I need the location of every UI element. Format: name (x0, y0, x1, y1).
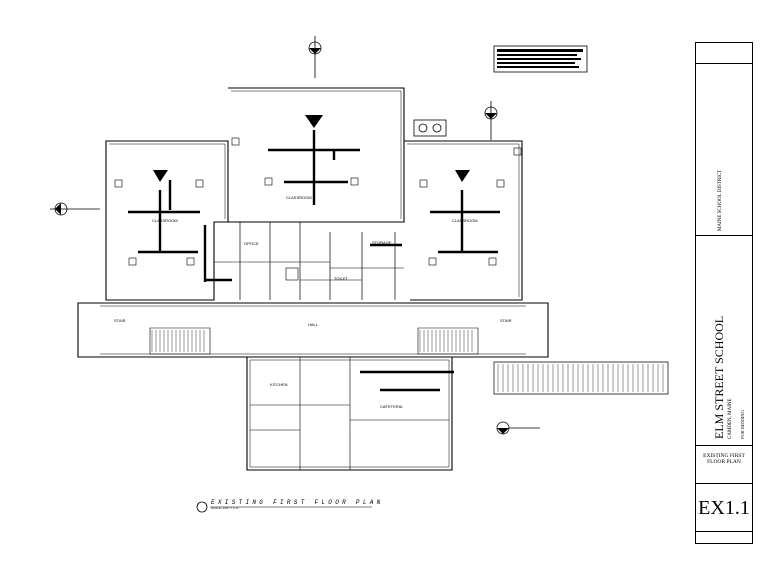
room-label-classroom-right: CLASSROOM (452, 218, 478, 223)
wall-center-block (228, 87, 405, 223)
wall-hall (77, 302, 549, 358)
room-label-kitchen: KITCHEN (270, 382, 288, 387)
general-notes-box (493, 45, 588, 73)
drawing-title-marker (196, 501, 208, 513)
diffusers (153, 115, 470, 182)
project-location: CAMDEN, MAINE (728, 398, 733, 439)
exterior-ramp (493, 361, 669, 395)
wall-lower-wing (246, 356, 453, 471)
issue-note: FOR BIDDING (740, 410, 745, 439)
room-label-toilet: TOILET (334, 276, 348, 281)
room-label-office: OFFICE (244, 241, 259, 246)
wall-right-wing (404, 140, 523, 301)
scale-note: SCALE: 1/16" = 1'-0" (211, 506, 239, 510)
room-label-hall: HALL (308, 322, 319, 327)
stair-left (149, 327, 211, 355)
stair-right (417, 327, 479, 355)
room-label-classroom-center: CLASSROOM (286, 195, 312, 200)
ductwork (128, 130, 500, 392)
room-label-stair-right: STAIR (500, 318, 512, 323)
title-block: MAINE SCHOOL DISTRICT ELM STREET SCHOOL … (695, 42, 753, 544)
room-label-stair-left: STAIR (114, 318, 126, 323)
project-name: ELM STREET SCHOOL (712, 315, 726, 439)
room-label-storage: STORAGE (372, 240, 392, 245)
room-label-cafeteria: CAFETERIA (380, 404, 403, 409)
drawing-title: EXISTING FIRST FLOOR PLAN (703, 453, 745, 465)
drawing-caption: EXISTING FIRST FLOOR PLAN (211, 499, 384, 506)
rooftop-unit (413, 119, 447, 137)
client-name: MAINE SCHOOL DISTRICT (718, 169, 723, 231)
room-label-classroom-left: CLASSROOM (152, 218, 178, 223)
sheet-number: EX1.1 (698, 497, 750, 519)
